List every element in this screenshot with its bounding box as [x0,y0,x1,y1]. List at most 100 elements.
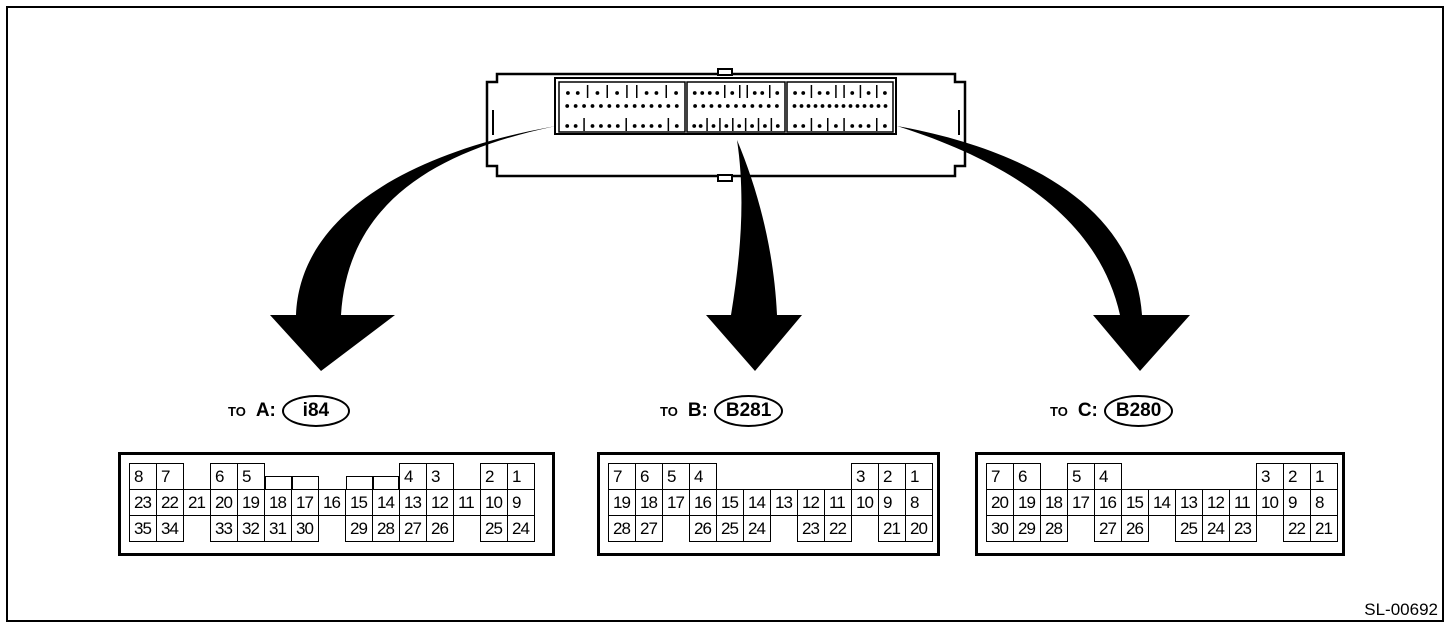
pin-cell: 1 [1310,463,1338,490]
pin-cell: 4 [399,463,427,490]
connector-key [345,464,373,490]
to-word: TO [228,403,246,419]
unit-pin-dot [707,91,712,95]
unit-pin-dot [850,124,855,128]
pin-cell: 4 [1094,463,1122,490]
pin-cell: 26 [1121,515,1149,542]
unit-pin-dot [825,91,830,95]
pin-cell: 13 [1175,489,1203,516]
unit-pin-dot [658,104,662,108]
empty-cavity [1068,516,1095,542]
unit-pin-dot [876,104,881,108]
pin-cell: 17 [662,489,690,516]
unit-pin-dot [595,91,600,95]
pin-cell: 5 [237,463,265,490]
empty-cavity [1176,464,1203,490]
unit-pin-dot [850,91,855,95]
empty-cavity [1149,464,1176,490]
unit-pin-dot [848,104,853,108]
figure-id: SL-00692 [1364,600,1438,619]
unit-pin-dot [644,91,649,95]
pin-cell: 25 [480,515,508,542]
unit-pin-dot [693,104,697,108]
pin-cell: 22 [1283,515,1311,542]
pin-cell: 25 [716,515,744,542]
pin-cell: 35 [129,515,157,542]
connector-key [291,464,319,490]
unit-pin-dot [793,124,797,128]
pin-cell: 20 [986,489,1014,516]
unit-pin-dot [730,91,735,95]
unit-pin-dot [775,104,779,108]
pin-cell: 24 [507,515,535,542]
pin-cell: 7 [608,463,636,490]
pin-cell: 29 [345,515,373,542]
pin-cell: 19 [237,489,265,516]
unit-pin-dot [817,124,822,128]
pin-cell: 8 [905,489,933,516]
unit-pin-dot [758,104,763,108]
pin-cell: 11 [453,489,481,516]
unit-pin-dot [806,104,811,108]
unit-pin-dot [632,104,637,108]
empty-cavity [454,464,481,490]
pin-cell: 33 [210,515,238,542]
pin-cell: 20 [210,489,238,516]
empty-cavity [454,516,481,542]
unit-pin-dot [692,91,697,95]
empty-cavity [825,464,852,490]
unit-pin-group [558,81,686,133]
unit-pin-dot [813,104,818,108]
pin-cell: 24 [743,515,771,542]
unit-pin-dot [700,91,705,95]
unit-pin-dot [717,104,722,108]
pin-cell: 10 [1256,489,1284,516]
empty-cavity [1122,464,1149,490]
unit-pin-dot [869,104,874,108]
unit-pin-dot [573,104,578,108]
unit-pin-dot [799,104,804,108]
arrow-to-c [897,126,1190,371]
pin-cell: 18 [264,489,292,516]
pin-cell: 15 [345,489,373,516]
pin-cell: 14 [372,489,400,516]
pin-cell: 27 [635,515,663,542]
empty-cavity [1149,516,1176,542]
unit-pin-dot [775,124,780,128]
unit-pin-dot [632,124,637,128]
unit-pin-dot [734,104,738,108]
to-word: TO [1050,403,1068,419]
unit-pin-dot [590,124,595,128]
unit-pin-dot [599,104,603,108]
pin-cell: 9 [507,489,535,516]
empty-cavity [184,516,211,542]
unit-pin-dot [827,104,832,108]
pin-cell: 11 [824,489,852,516]
empty-cavity [1230,464,1257,490]
unit-pin-dot [750,104,755,108]
connector-a-label: TO A: i84 [228,395,350,427]
pin-cell: 27 [399,515,427,542]
unit-pin-dot [582,104,586,108]
pin-cell: 9 [1283,489,1311,516]
pin-cell: 8 [1310,489,1338,516]
unit-pin-dot [841,104,846,108]
unit-pin-dot [674,124,679,128]
unit-pin-dot [674,91,678,95]
pin-cell: 28 [372,515,400,542]
pin-cell: 28 [608,515,636,542]
pin-cell: 28 [1040,515,1068,542]
pin-cell: 26 [426,515,454,542]
pin-cell: 23 [1229,515,1257,542]
unit-pin-groups [558,81,894,133]
unit-pin-dot [566,91,570,95]
